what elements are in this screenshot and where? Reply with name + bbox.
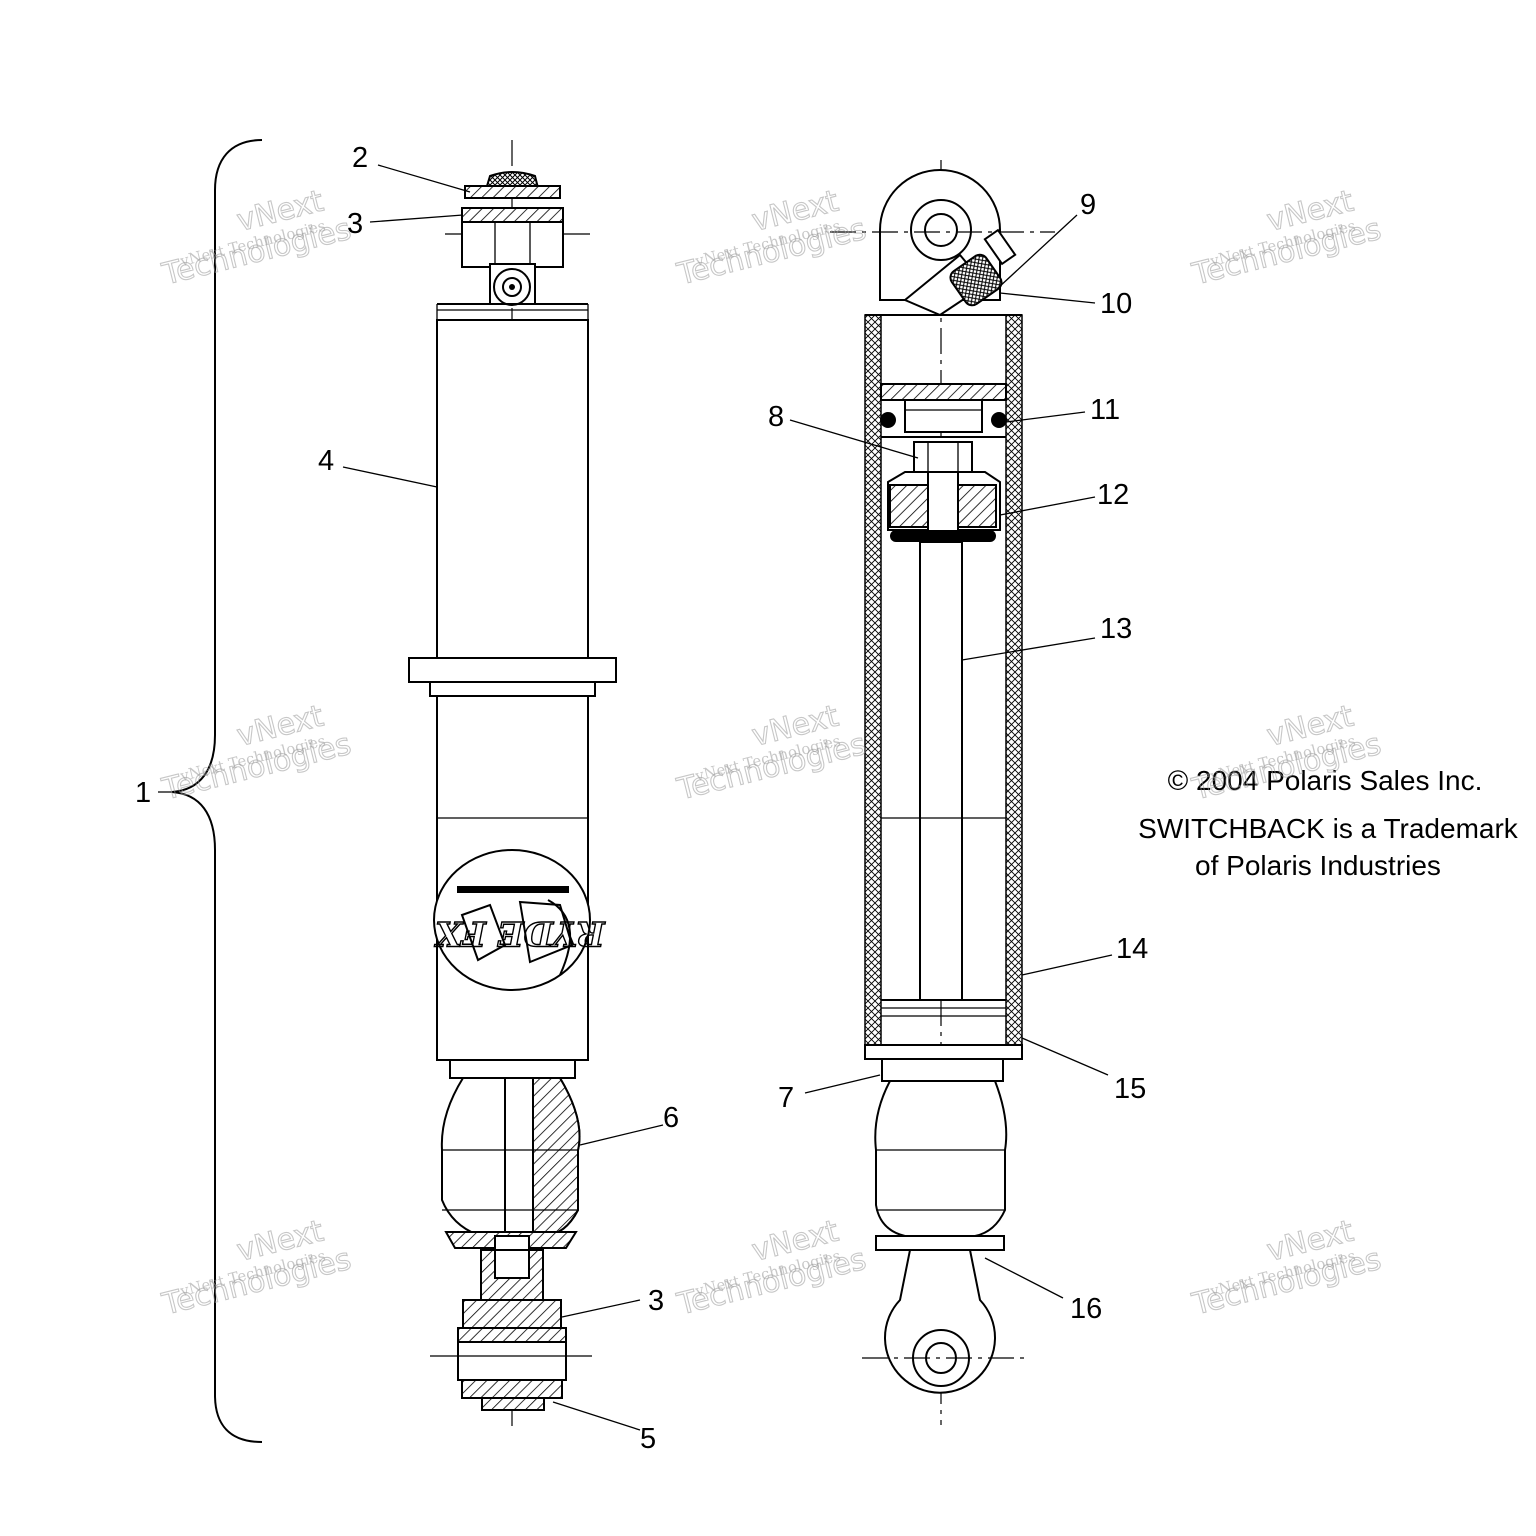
copyright-note: © 2004 Polaris Sales Inc. SWITCHBACK is … xyxy=(1138,765,1519,881)
callout-labels: 1 2 3 4 3 5 6 7 8 9 10 11 12 13 14 15 16 xyxy=(135,142,1148,1455)
watermark: vNext Technologies vNext Technologies xyxy=(158,183,356,293)
shock-exterior-view: RYDE FX xyxy=(408,140,617,1430)
callout-9: 9 xyxy=(1080,189,1096,221)
callout-16: 16 xyxy=(1070,1293,1102,1325)
callout-12: 12 xyxy=(1097,479,1129,511)
callout-2: 2 xyxy=(352,142,368,174)
callout-4: 4 xyxy=(318,445,334,477)
callout-13: 13 xyxy=(1100,613,1132,645)
callout-10: 10 xyxy=(1100,288,1132,320)
leader-lines xyxy=(158,164,1113,1431)
trademark-owner-line: of Polaris Industries xyxy=(1195,850,1441,881)
watermark: vNext Technologies vNext Technologies xyxy=(158,698,356,808)
watermark: vNext Technologies vNext Technologies xyxy=(1188,183,1386,293)
watermark: vNext Technologies vNext Technologies xyxy=(673,698,871,808)
callout-7: 7 xyxy=(778,1082,794,1114)
watermark: vNext Technologies vNext Technologies xyxy=(1188,1213,1386,1323)
watermark: vNext Technologies vNext Technologies xyxy=(158,1213,356,1323)
callout-6: 6 xyxy=(663,1102,679,1134)
logo-text: RYDE FX xyxy=(434,913,606,953)
watermark: vNext Technologies vNext Technologies xyxy=(673,183,871,293)
trademark-line: SWITCHBACK is a Trademark xyxy=(1138,813,1519,844)
callout-8: 8 xyxy=(768,401,784,433)
callout-3-top: 3 xyxy=(347,208,363,240)
callout-1: 1 xyxy=(135,777,151,809)
shock-section-view xyxy=(830,160,1055,1425)
callout-11: 11 xyxy=(1090,394,1120,426)
callout-14: 14 xyxy=(1116,933,1148,965)
copyright-line: © 2004 Polaris Sales Inc. xyxy=(1168,765,1483,796)
callout-5: 5 xyxy=(640,1423,656,1455)
callout-3-bottom: 3 xyxy=(648,1285,664,1317)
callout-15: 15 xyxy=(1114,1073,1146,1105)
watermark: vNext Technologies vNext Technologies xyxy=(673,1213,871,1323)
watermark-group: vNext Technologies vNext Technologies vN… xyxy=(158,183,1386,1323)
